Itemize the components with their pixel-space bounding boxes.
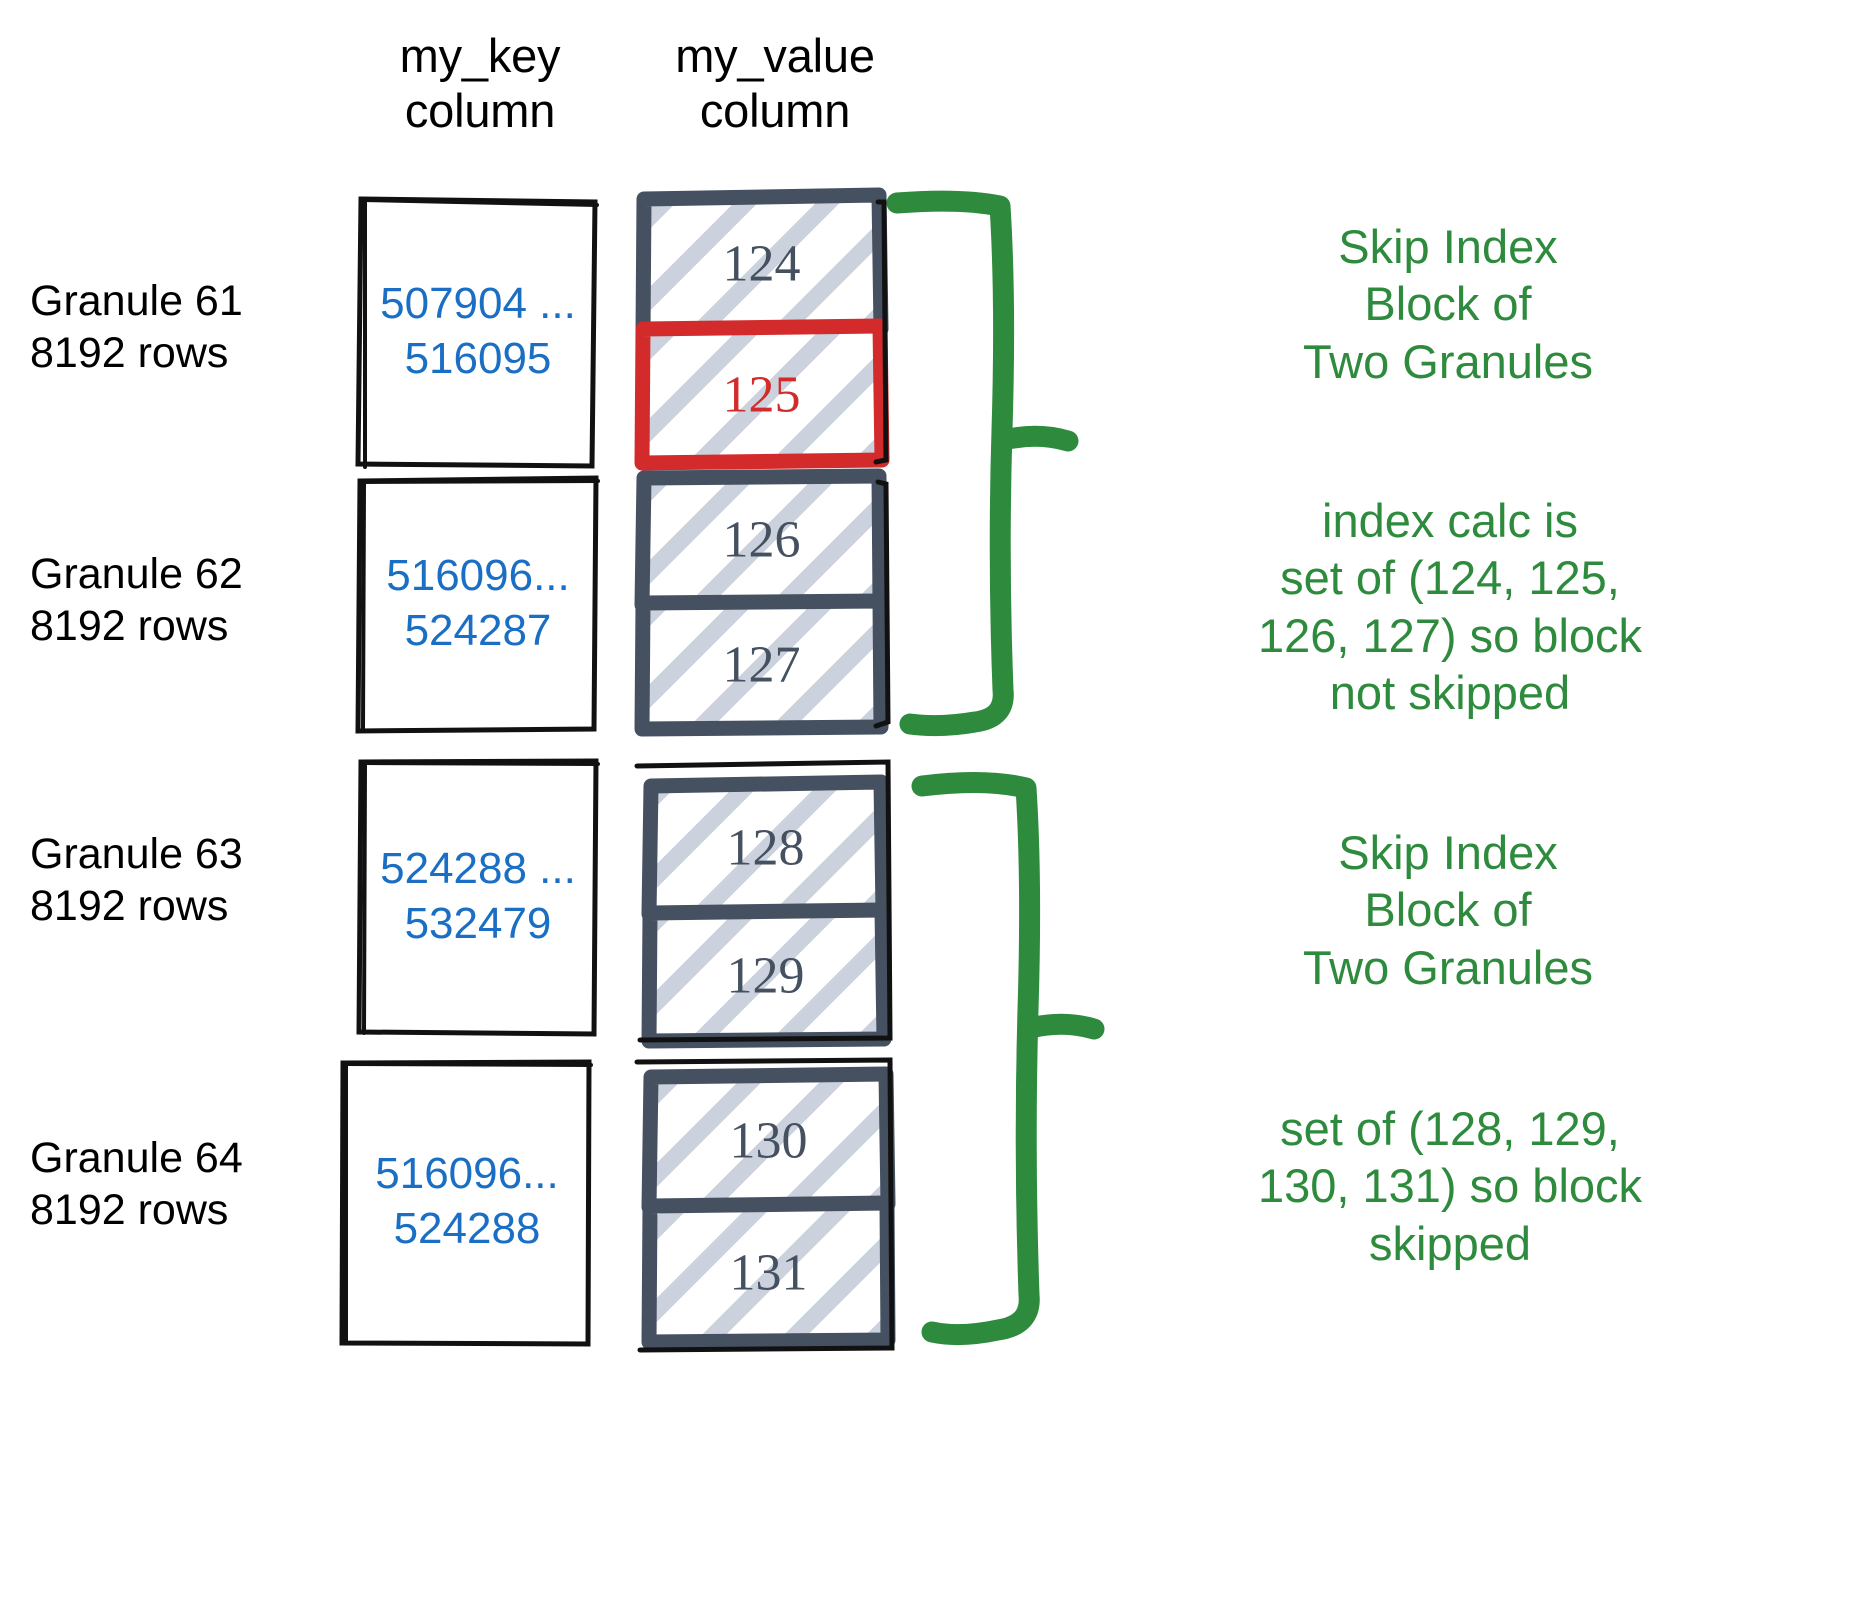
column-header-my-value: my_value column: [675, 29, 875, 138]
hatch-fill: [643, 200, 880, 327]
value-box-131: 131: [641, 1195, 896, 1350]
key-box-outline: [356, 758, 600, 1037]
annotation-skip-index-block-2: Skip Index Block of Two Granules: [1303, 826, 1593, 994]
granule-label-61: Granule 61 8192 rows: [30, 277, 243, 378]
value-number-126: 126: [722, 511, 801, 569]
value-number-124: 124: [722, 235, 801, 292]
hatch-fill: [643, 480, 880, 600]
annotation-index-calc-not-skipped: index calc is set of (124, 125, 126, 127…: [1257, 494, 1643, 719]
hatch-fill: [643, 332, 880, 458]
value-box-127: 127: [634, 593, 889, 737]
annotation-index-calc-skipped: set of (128, 129, 130, 131) so block ski…: [1257, 1102, 1643, 1270]
value-number-128: 128: [726, 819, 805, 877]
value-box-128: 128: [641, 774, 891, 922]
granule-label-62: Granule 62 8192 rows: [30, 550, 243, 651]
key-box-granule-61: 507904 ... 516095: [355, 196, 599, 469]
value-number-125: 125: [722, 366, 801, 424]
value-box-129: 129: [641, 902, 892, 1049]
key-box-outline: [355, 196, 599, 469]
value-box-126: 126: [634, 468, 888, 613]
key-box-granule-64: 516096... 524288: [339, 1059, 593, 1347]
column-header-my-key: my_key column: [399, 29, 561, 138]
granule-label-63: Granule 63 8192 rows: [30, 830, 243, 931]
value-number-127: 127: [722, 636, 801, 694]
key-box-outline: [339, 1059, 593, 1347]
key-range-granule-63: 524288 ... 532479: [380, 844, 576, 948]
value-number-130: 130: [729, 1112, 808, 1169]
value-box-124: 124: [635, 187, 889, 340]
key-range-granule-62: 516096... 524287: [386, 550, 570, 655]
key-box-granule-62: 516096... 524287: [355, 475, 600, 734]
value-number-131: 131: [729, 1244, 808, 1302]
value-box-130: 130: [641, 1066, 896, 1215]
key-range-granule-61: 507904 ... 516095: [380, 279, 576, 383]
key-range-granule-64: 516096... 524288: [375, 1149, 559, 1253]
annotation-skip-index-block-1: Skip Index Block of Two Granules: [1303, 220, 1593, 388]
hatch-fill: [643, 606, 880, 724]
key-box-granule-63: 524288 ... 532479: [356, 758, 600, 1037]
value-box-125: 125: [634, 318, 890, 471]
value-number-129: 129: [726, 947, 805, 1004]
key-box-outline: [355, 475, 600, 734]
granule-label-64: Granule 64 8192 rows: [30, 1134, 243, 1235]
